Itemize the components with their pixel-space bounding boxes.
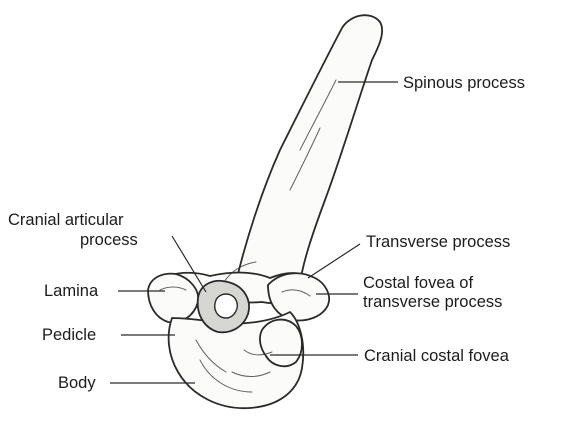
label-transverse-process: Transverse process	[366, 232, 510, 252]
label-cranial-costal-fovea: Cranial costal fovea	[364, 346, 509, 366]
label-costal-fovea-line2: transverse process	[363, 292, 502, 312]
transverse-process-shape	[268, 273, 329, 320]
label-pedicle: Pedicle	[42, 325, 96, 345]
label-spinous-process: Spinous process	[403, 73, 525, 93]
label-cranial-articular-line1: Cranial articular	[8, 210, 124, 230]
label-cranial-articular-line2: process	[80, 230, 138, 250]
label-lamina: Lamina	[44, 281, 98, 301]
label-body: Body	[58, 373, 96, 393]
leader-transverse	[308, 244, 360, 278]
label-costal-fovea-line1: Costal fovea of	[363, 273, 473, 293]
